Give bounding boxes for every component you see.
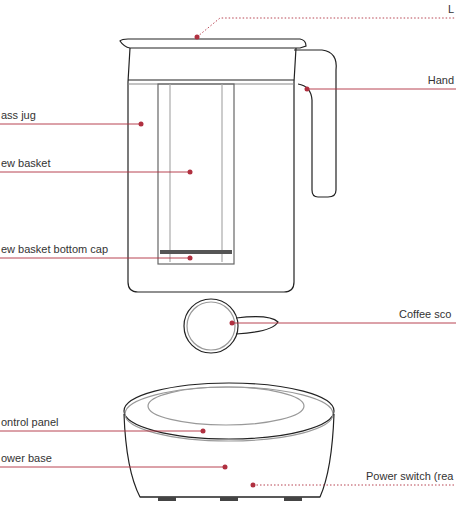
- part-label: ontrol panel: [0, 416, 60, 429]
- leader-dot: [201, 429, 206, 434]
- part-label: Hand: [427, 74, 455, 87]
- scoop-handle: [236, 317, 278, 334]
- foot: [220, 497, 238, 501]
- leader-dot: [188, 170, 193, 175]
- lid-outline: [120, 39, 306, 48]
- scoop-drawing: [184, 299, 278, 353]
- base-drawing: [124, 383, 334, 501]
- leader-line: [197, 18, 456, 37]
- jug-band: [128, 79, 294, 80]
- part-label: L: [447, 3, 455, 16]
- foot: [284, 497, 302, 501]
- part-label: Power switch (rea: [365, 470, 454, 483]
- leader-line: [0, 431, 203, 432]
- leader-dot: [230, 321, 235, 326]
- leader-dots: [139, 35, 310, 488]
- part-label: ew basket bottom cap: [0, 243, 109, 256]
- part-label: ass jug: [0, 109, 37, 122]
- leader-dot: [223, 465, 228, 470]
- basket-edge: [221, 84, 222, 262]
- leader-line: [0, 172, 190, 173]
- handle-outline: [294, 50, 336, 197]
- leader-line: [232, 323, 456, 324]
- part-label: Coffee sco: [398, 308, 452, 321]
- leader-dot: [139, 122, 144, 127]
- part-label: ower base: [0, 452, 53, 465]
- base-rim: [125, 387, 333, 441]
- leader-dot: [195, 35, 200, 40]
- scoop-bowl: [184, 299, 238, 353]
- leader-line: [0, 467, 225, 468]
- leader-line: [253, 485, 456, 486]
- foot: [158, 497, 176, 501]
- scoop-rim: [187, 302, 235, 350]
- leader-lines: [0, 18, 456, 485]
- leader-dot: [188, 256, 193, 261]
- leader-line: [307, 89, 456, 90]
- leader-dot: [251, 483, 256, 488]
- jug-body: [128, 48, 296, 292]
- jug-drawing: [120, 39, 336, 292]
- part-label: ew basket: [0, 157, 52, 170]
- basket-cap: [160, 250, 232, 254]
- leader-dot: [305, 87, 310, 92]
- leader-line: [0, 258, 190, 259]
- leader-line: [0, 124, 141, 125]
- basket-edge: [169, 84, 170, 262]
- control-panel-plate: [148, 387, 304, 425]
- brew-basket: [158, 84, 234, 264]
